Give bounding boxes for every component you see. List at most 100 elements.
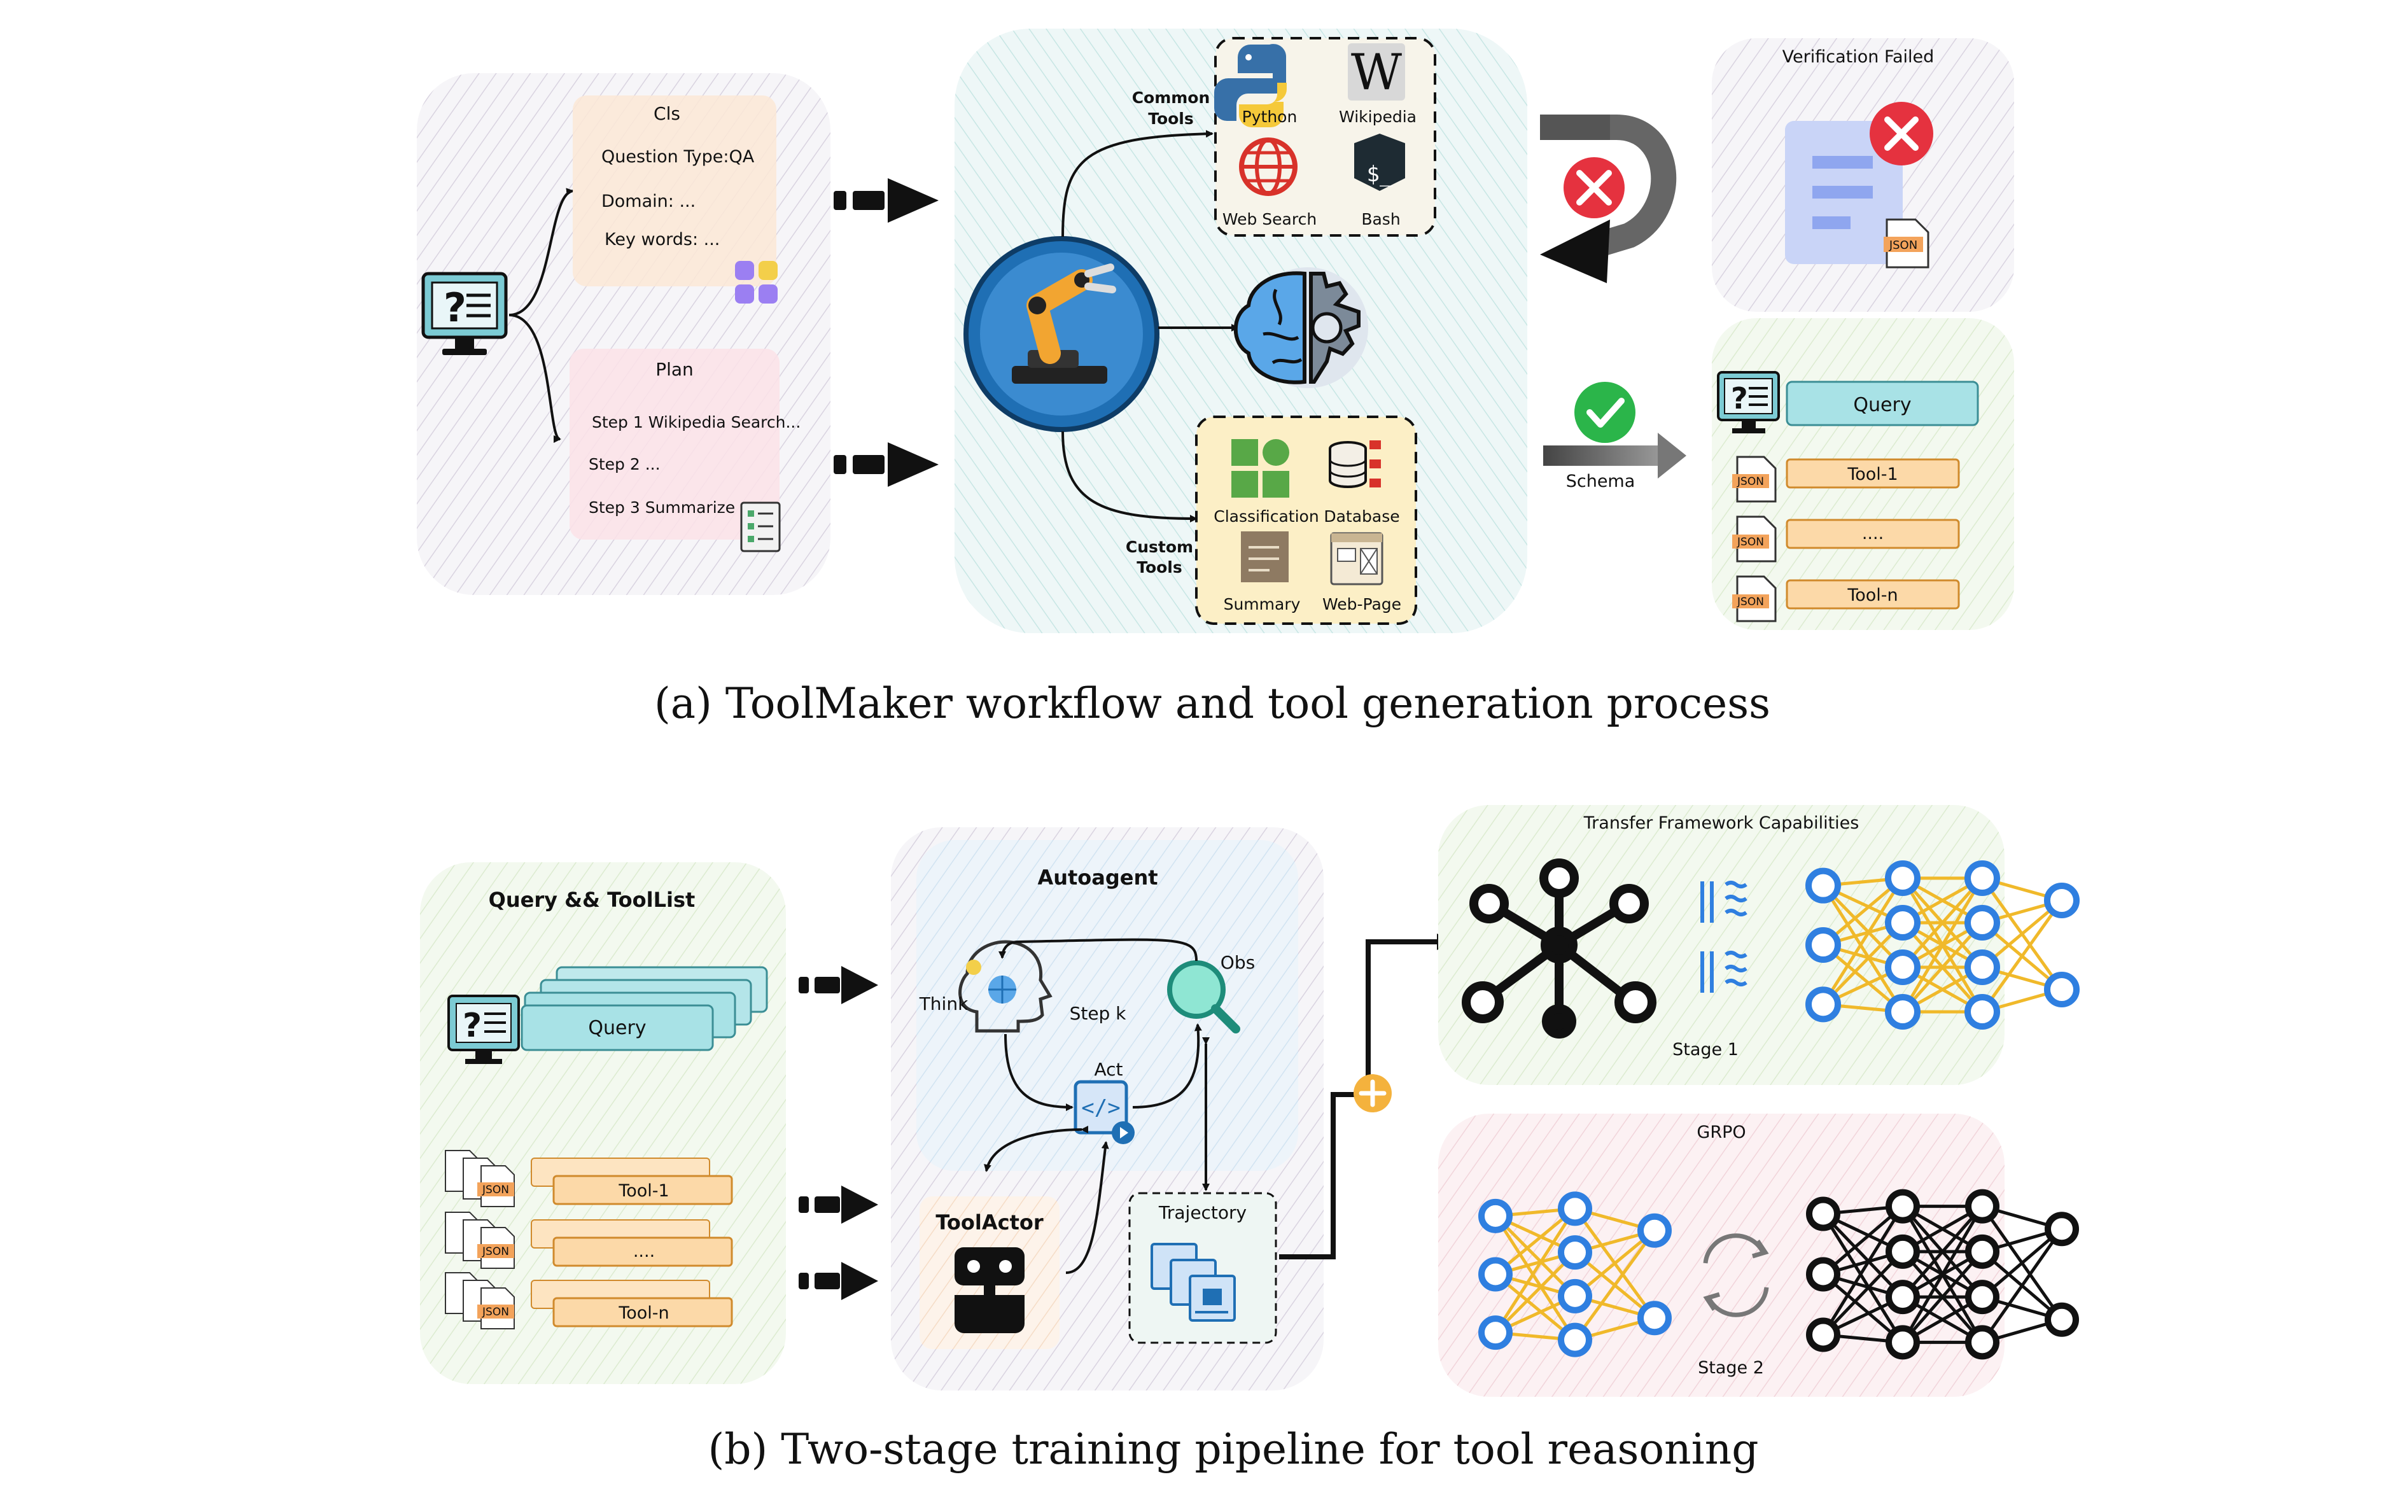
step-k-label: Step k bbox=[1070, 1003, 1127, 1024]
common-tools-label-1: Common bbox=[1132, 88, 1210, 107]
robot-head-icon bbox=[955, 1247, 1025, 1333]
network-node bbox=[2044, 883, 2080, 918]
network-edge bbox=[1822, 1205, 1904, 1276]
success-check-icon bbox=[1574, 382, 1635, 443]
failed-document-icon: JSON bbox=[1785, 102, 1933, 269]
bash-icon: $_ bbox=[1354, 134, 1405, 191]
result-tool-row-3: JSON Tool-n bbox=[1732, 575, 1960, 622]
network-edge bbox=[1901, 921, 1984, 1013]
plan-step-3: Step 3 Summarize ... bbox=[589, 498, 755, 517]
tool-stack-json-3: JSON bbox=[482, 1306, 509, 1319]
tool-stack-json-1: JSON bbox=[482, 1184, 509, 1196]
network-node bbox=[1964, 994, 2000, 1030]
brain-gear-icon bbox=[1233, 267, 1368, 388]
network-node bbox=[1964, 860, 2000, 896]
result-json-tag-2: JSON bbox=[1737, 536, 1764, 549]
network-node bbox=[1885, 949, 1921, 985]
dash-arrow-lower bbox=[834, 442, 939, 487]
tool-stack-1: JSON Tool-1 bbox=[445, 1150, 733, 1207]
network-node bbox=[1885, 860, 1921, 896]
network-node bbox=[2044, 972, 2080, 1007]
network-node bbox=[1478, 1257, 1513, 1292]
network-node bbox=[1964, 905, 2000, 941]
network-edge bbox=[1821, 1205, 1905, 1336]
stage2-label: Stage 2 bbox=[1698, 1358, 1764, 1378]
network-node bbox=[1886, 1189, 1920, 1224]
network-edge bbox=[1574, 1229, 1656, 1298]
network-node bbox=[1886, 1280, 1920, 1315]
result-json-tag-1: JSON bbox=[1737, 475, 1764, 488]
query-toollist-title: Query && ToolList bbox=[489, 888, 696, 912]
hub-network-icon bbox=[1462, 858, 1656, 1039]
result-tool-1: Tool-1 bbox=[1847, 465, 1898, 484]
network-edge bbox=[1901, 1205, 1984, 1298]
caption-b: (b) Two-stage training pipeline for tool… bbox=[708, 1425, 1759, 1474]
network-edge bbox=[1822, 921, 1904, 1006]
network-node bbox=[1805, 927, 1841, 963]
stage1-panel bbox=[1438, 805, 2005, 1085]
question-monitor-icon: ? bbox=[421, 272, 508, 355]
custom-tools-label-1: Custom bbox=[1126, 538, 1193, 556]
tool-stack-3: JSON Tool-n bbox=[445, 1272, 733, 1329]
result-query-label: Query bbox=[1853, 394, 1911, 416]
result-tool-n: Tool-n bbox=[1847, 585, 1898, 605]
svg-text:?: ? bbox=[1731, 381, 1748, 416]
network-node bbox=[1806, 1317, 1840, 1352]
cls-domain: Domain: ... bbox=[601, 192, 696, 211]
network-edge bbox=[1901, 1205, 1984, 1343]
network-edge bbox=[1822, 1250, 1904, 1336]
network-node bbox=[1805, 867, 1841, 904]
network-node bbox=[1558, 1322, 1592, 1357]
common-tools-label-2: Tools bbox=[1148, 109, 1194, 128]
network-edge bbox=[1822, 1273, 1904, 1344]
autoagent-title: Autoagent bbox=[1037, 865, 1158, 890]
network-edge bbox=[1494, 1251, 1576, 1334]
think-label: Think bbox=[919, 993, 969, 1014]
stage2-panel bbox=[1438, 1114, 2005, 1397]
tool-stack-label-2: .... bbox=[633, 1242, 655, 1261]
stage2-neural-network-blue bbox=[1478, 1191, 1672, 1357]
schema-label: Schema bbox=[1566, 472, 1635, 491]
svg-text:?: ? bbox=[463, 1007, 482, 1045]
network-node bbox=[1637, 1301, 1672, 1336]
grpo-title: GRPO bbox=[1697, 1123, 1746, 1142]
transfer-equals-icon bbox=[1700, 881, 1747, 993]
svg-text:</>: </> bbox=[1081, 1095, 1120, 1121]
summary-icon bbox=[1241, 531, 1289, 582]
classification-icon bbox=[1231, 439, 1289, 498]
network-node bbox=[1965, 1280, 1999, 1315]
network-node bbox=[1885, 994, 1921, 1030]
think-head-icon bbox=[958, 940, 1053, 1033]
svg-text:$_: $_ bbox=[1367, 162, 1393, 187]
network-node bbox=[2045, 1212, 2079, 1247]
network-edge bbox=[1494, 1215, 1577, 1341]
network-edge bbox=[1981, 1228, 2063, 1299]
network-node bbox=[1885, 905, 1921, 941]
network-node bbox=[1965, 1234, 1999, 1269]
web-search-icon bbox=[1239, 137, 1298, 196]
network-node bbox=[1886, 1234, 1920, 1269]
plan-step-2: Step 2 ... bbox=[589, 455, 661, 473]
web-page-icon bbox=[1330, 532, 1383, 585]
transfer-title: Transfer Framework Capabilities bbox=[1583, 813, 1859, 833]
tool-stack-label-3: Tool-n bbox=[618, 1303, 669, 1323]
cls-card: Cls Question Type:QA Domain: ... Key wor… bbox=[573, 95, 778, 304]
custom-tools-label-2: Tools bbox=[1137, 558, 1182, 577]
dash-arrow-b2 bbox=[799, 1186, 878, 1224]
python-label: Python bbox=[1242, 108, 1298, 126]
python-icon bbox=[1214, 44, 1287, 127]
schema-arrow bbox=[1543, 433, 1686, 479]
network-node bbox=[1558, 1235, 1592, 1270]
network-edge bbox=[1494, 1208, 1577, 1334]
result-json-tag-3: JSON bbox=[1737, 596, 1764, 608]
result-tool-row-2: JSON .... bbox=[1732, 515, 1960, 563]
network-edge bbox=[1821, 885, 1905, 1013]
network-node bbox=[1558, 1278, 1592, 1313]
classification-label: Classification bbox=[1214, 507, 1319, 526]
wikipedia-icon: W bbox=[1348, 43, 1405, 101]
network-node bbox=[1806, 1196, 1840, 1231]
caption-a: (a) ToolMaker workflow and tool generati… bbox=[654, 679, 1770, 728]
database-label: Database bbox=[1324, 507, 1399, 526]
fail-x-icon bbox=[1564, 157, 1625, 218]
cls-title: Cls bbox=[654, 103, 680, 124]
